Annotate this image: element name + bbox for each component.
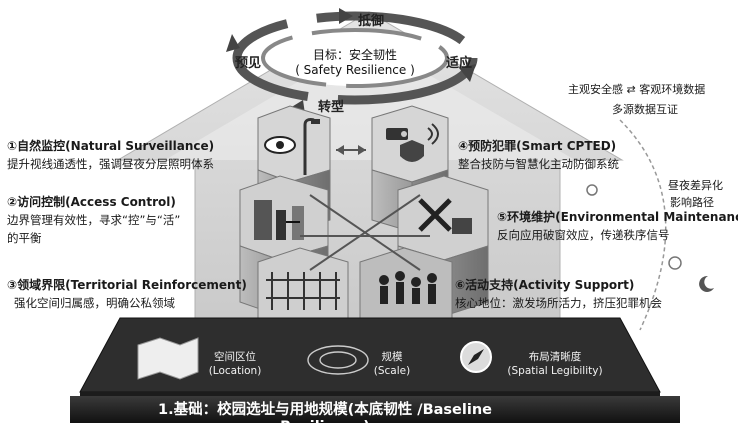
base-item-scale-en: (Scale) <box>373 365 411 377</box>
base-title: 1.基础：校园选址与用地规模(本底韧性 /Baseline Resilience… <box>158 402 492 435</box>
cycle-label-transform: 转型 <box>318 100 345 115</box>
connection-arrows <box>300 149 430 271</box>
strategy-5-title: ⑤环境维护(Environmental Maintenance) <box>497 210 738 224</box>
strategy-4-title: ④预防犯罪(Smart CPTED) <box>458 139 617 153</box>
map-icon <box>137 337 199 380</box>
strategy-5-desc: 反向应用破窗效应，传递秩序信号 <box>497 228 670 242</box>
objective-label: 客观环境数据 <box>639 83 706 96</box>
perception-line1: 主观安全感 ⇄ 客观环境数据 <box>568 81 705 97</box>
sun-icon <box>668 256 682 270</box>
strategy-1-desc: 提升视线通透性，强调昼夜分层照明体系 <box>7 157 214 171</box>
base-item-location: 空间区位 (Location) <box>200 350 270 378</box>
base-platform <box>70 317 680 423</box>
right-hex-column <box>359 105 489 333</box>
strategy-3-desc: 强化空间归属感，明确公私领域 <box>14 296 175 310</box>
strategy-3-title: ③领域界限(Territorial Reinforcement) <box>7 278 247 292</box>
strategy-6-desc: 核心地位：激发场所活力，挤压犯罪机会 <box>455 296 662 310</box>
daynight-arc <box>586 119 714 331</box>
cycle-label-resist: 抵御 <box>358 14 385 29</box>
goal-label: 目标：安全韧性 ( Safety Resilience ) <box>290 46 420 77</box>
cycle-arrow-icon <box>459 64 476 82</box>
base-item-scale-cn: 规模 <box>381 351 403 363</box>
base-item-legibility: 布局清晰度 (Spatial Legibility) <box>500 350 610 378</box>
arrow-head-icon <box>336 145 344 155</box>
daynight-line1: 昼夜差异化 <box>668 179 723 192</box>
fence-icon <box>266 272 340 310</box>
tools-icon <box>418 198 472 234</box>
base-item-legibility-en: (Spatial Legibility) <box>507 365 603 377</box>
strategy-2-title: ②访问控制(Access Control) <box>7 195 176 209</box>
base-item-location-en: (Location) <box>208 365 262 377</box>
resilience-cycle <box>226 8 478 114</box>
goal-subtitle: ( Safety Resilience ) <box>295 63 415 77</box>
strategy-6-title: ⑥活动支持(Activity Support) <box>455 278 635 292</box>
daynight-line2: 影响路径 <box>670 196 714 209</box>
arrow-head-icon <box>358 145 366 155</box>
base-item-scale: 规模 (Scale) <box>362 350 422 378</box>
camera-shield-wifi-icon <box>386 123 439 162</box>
cycle-arrow-icon <box>339 8 353 24</box>
sun-icon <box>586 184 598 196</box>
compass-icon <box>460 341 492 373</box>
subjective-label: 主观安全感 <box>568 83 623 96</box>
contour-icon <box>307 345 369 375</box>
strategy-2-desc: 边界管理有效性，寻求“控”与“活” <box>7 213 181 227</box>
strategy-1-title: ①自然监控(Natural Surveillance) <box>7 139 215 153</box>
cycle-arrow-icon <box>226 34 240 52</box>
gate-turnstile-icon <box>254 200 304 240</box>
moon-icon <box>699 275 714 292</box>
cycle-label-adapt: 适应 <box>446 56 473 71</box>
people-crowd-icon <box>379 271 437 304</box>
strategy-4-desc: 整合技防与智慧化主动防御系统 <box>458 157 619 171</box>
eye-streetlight-icon <box>264 118 320 175</box>
diagram-canvas <box>70 8 714 423</box>
base-item-legibility-cn: 布局清晰度 <box>528 351 582 363</box>
cycle-label-foresee: 预见 <box>235 56 262 71</box>
double-arrow-icon: ⇄ <box>626 83 640 96</box>
perception-line2: 多源数据互证 <box>612 103 678 116</box>
goal-title: 目标：安全韧性 <box>312 48 397 62</box>
strategy-2-desc-cont: 的平衡 <box>7 231 42 245</box>
base-item-location-cn: 空间区位 <box>214 351 256 363</box>
